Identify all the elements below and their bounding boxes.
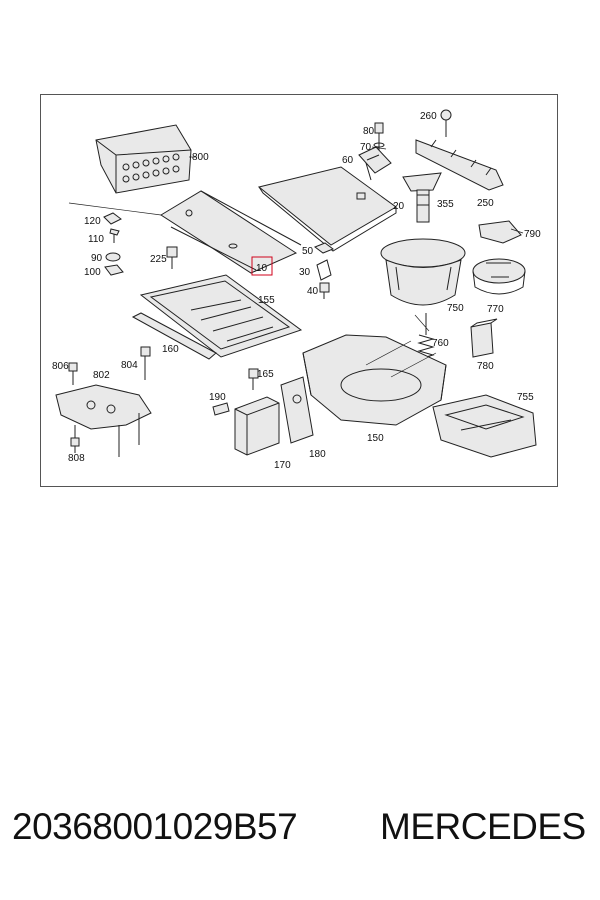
rail-part bbox=[415, 109, 504, 191]
callout-170: 170 bbox=[274, 460, 291, 471]
callout-760: 760 bbox=[432, 338, 449, 349]
callout-20: 20 bbox=[393, 201, 405, 212]
callout-60: 60 bbox=[342, 155, 354, 166]
callout-755: 755 bbox=[517, 392, 534, 403]
callout-90: 90 bbox=[91, 253, 103, 264]
callout-190: 190 bbox=[209, 392, 226, 403]
callout-806: 806 bbox=[52, 361, 69, 372]
callout-120: 120 bbox=[84, 216, 101, 227]
callout-808: 808 bbox=[68, 453, 85, 464]
brand-name: MERCEDES bbox=[380, 806, 586, 847]
callout-155: 155 bbox=[258, 295, 275, 306]
callout-180: 180 bbox=[309, 449, 326, 460]
callout-160: 160 bbox=[162, 344, 179, 355]
callout-30: 30 bbox=[299, 267, 311, 278]
strip-160-part bbox=[131, 312, 217, 360]
callout-355: 355 bbox=[437, 199, 454, 210]
floor-mat-part bbox=[139, 274, 303, 358]
callout-70: 70 bbox=[360, 142, 372, 153]
callout-804: 804 bbox=[121, 360, 138, 371]
bracket-790-part bbox=[478, 220, 524, 244]
callout-40: 40 bbox=[307, 286, 319, 297]
cargo-tub-part bbox=[302, 334, 447, 426]
hardware-left-part bbox=[103, 212, 124, 276]
callout-100: 100 bbox=[84, 267, 101, 278]
spare-wheel-well-part bbox=[380, 238, 466, 332]
cover-board-part bbox=[257, 166, 397, 252]
jack-post-part bbox=[402, 172, 442, 223]
exploded-view: 800 260 80 70 60 250 20 355 120 110 90 1… bbox=[52, 109, 541, 471]
callout-800: 800 bbox=[192, 152, 209, 163]
bolt-225-part bbox=[166, 246, 178, 269]
callout-225: 225 bbox=[150, 254, 167, 265]
box-780-part bbox=[470, 318, 498, 358]
callout-770: 770 bbox=[487, 304, 504, 315]
spring-760-part bbox=[417, 313, 435, 360]
callout-10: 10 bbox=[256, 263, 268, 274]
callout-790: 790 bbox=[524, 229, 541, 240]
callout-780: 780 bbox=[477, 361, 494, 372]
footer-caption: 20368001029B57 MERCEDES bbox=[0, 806, 600, 866]
callout-110: 110 bbox=[88, 234, 104, 245]
callout-750: 750 bbox=[447, 303, 464, 314]
plate-180-part bbox=[280, 376, 314, 444]
callout-802: 802 bbox=[93, 370, 110, 381]
clip-bolt-part bbox=[313, 242, 335, 299]
crate-part bbox=[95, 124, 196, 194]
bracket-box-170-part bbox=[234, 396, 280, 456]
callout-250: 250 bbox=[477, 198, 494, 209]
callout-150: 150 bbox=[367, 433, 384, 444]
floor-panel-part bbox=[68, 190, 302, 274]
callout-80: 80 bbox=[363, 126, 375, 137]
pin-190-part bbox=[212, 402, 230, 416]
callout-165: 165 bbox=[257, 369, 274, 380]
support-frame-part bbox=[55, 346, 152, 457]
bolt-165-part bbox=[248, 368, 259, 390]
part-number: 20368001029B57 bbox=[12, 806, 298, 847]
highlight-box bbox=[251, 256, 273, 276]
tool-tray-part bbox=[472, 258, 526, 295]
callout-260: 260 bbox=[420, 111, 437, 122]
callout-50: 50 bbox=[302, 246, 314, 257]
insert-tray-part bbox=[432, 394, 537, 458]
cover-bracket-part bbox=[358, 122, 392, 181]
parts-diagram: 800 260 80 70 60 250 20 355 120 110 90 1… bbox=[40, 94, 558, 487]
